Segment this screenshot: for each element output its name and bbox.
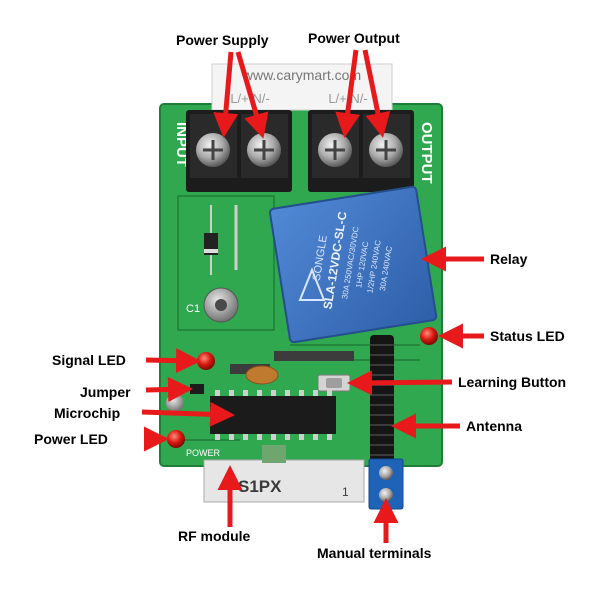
songle-logo-icon bbox=[298, 267, 326, 301]
arrow-jumper bbox=[145, 376, 193, 402]
website-label-strip: www.carymart.com L/+ N/- L/+ N/- bbox=[211, 63, 393, 111]
jumper[interactable] bbox=[190, 384, 204, 394]
label-antenna: Antenna bbox=[466, 418, 522, 434]
diode bbox=[204, 205, 238, 275]
label-power-output: Power Output bbox=[308, 30, 400, 46]
arrow-power-output-left bbox=[335, 49, 361, 138]
arrow-signal-led bbox=[145, 348, 201, 374]
label-status-led: Status LED bbox=[490, 328, 565, 344]
arrow-power-supply-right bbox=[235, 51, 269, 139]
arrow-power-output-right bbox=[362, 49, 391, 138]
label-jumper: Jumper bbox=[80, 384, 131, 400]
label-rf-module: RF module bbox=[178, 528, 251, 544]
output-silk-label: OUTPUT bbox=[418, 122, 435, 184]
arrow-power-supply-left bbox=[213, 51, 239, 138]
power-silk-label: POWER bbox=[186, 448, 221, 458]
module-number: 1 bbox=[342, 485, 349, 499]
label-learning-button: Learning Button bbox=[458, 374, 566, 390]
arrow-learning-button bbox=[347, 370, 453, 396]
power-led: POWER bbox=[167, 430, 221, 458]
relay: SONGLE SLA-12VDC-SL-C 30A 250VAC/30VDC 1… bbox=[269, 185, 438, 344]
label-relay: Relay bbox=[490, 251, 528, 267]
ceramic-capacitor bbox=[245, 365, 279, 385]
c1-silk-label: C1 bbox=[186, 303, 200, 315]
input-silk-label: INPUT bbox=[173, 122, 190, 167]
arrow-microchip bbox=[141, 401, 235, 427]
learning-button[interactable] bbox=[317, 374, 351, 392]
callout-arrows bbox=[141, 49, 484, 543]
power-supply-terminal-block[interactable] bbox=[186, 110, 292, 192]
label-power-supply: Power Supply bbox=[176, 32, 269, 48]
label-power-led: Power LED bbox=[34, 431, 108, 447]
screw-icon[interactable] bbox=[379, 466, 393, 480]
label-signal-led: Signal LED bbox=[52, 352, 126, 368]
label-manual-terminals: Manual terminals bbox=[317, 545, 432, 561]
manual-terminals[interactable] bbox=[368, 458, 404, 510]
website-text: www.carymart.com bbox=[242, 67, 361, 83]
label-microchip: Microchip bbox=[54, 405, 120, 421]
status-led bbox=[420, 327, 438, 345]
capacitor-c1: C1 bbox=[186, 287, 239, 323]
screw-icon[interactable] bbox=[379, 488, 393, 502]
power-output-terminal-block[interactable] bbox=[308, 110, 414, 192]
jumper-cap bbox=[166, 394, 184, 412]
signal-led bbox=[197, 352, 215, 370]
antenna bbox=[370, 335, 394, 470]
module-silk-label: S1PX bbox=[238, 477, 282, 496]
